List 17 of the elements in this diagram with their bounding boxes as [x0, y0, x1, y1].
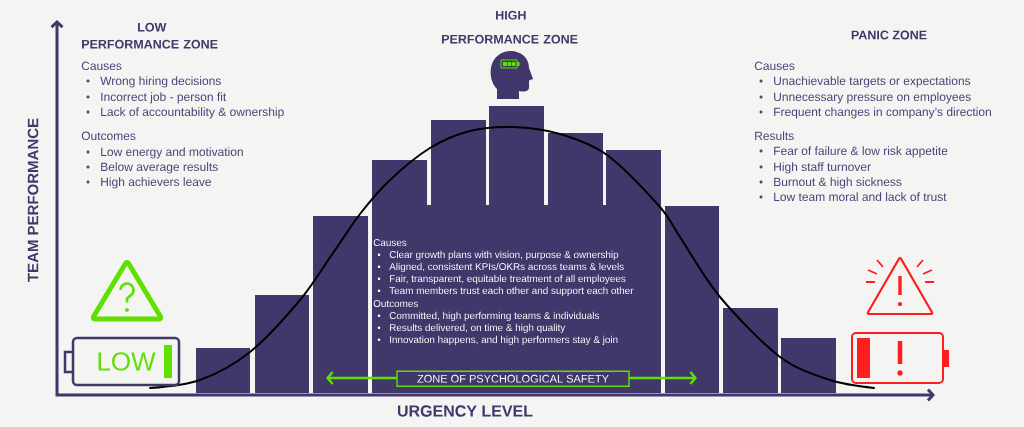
list-item: Below average results	[101, 162, 218, 174]
axis-title: URGENCY LEVEL	[397, 405, 533, 417]
list-item: Wrong hiring decisions	[100, 76, 221, 88]
list-heading: Causes	[81, 61, 122, 71]
list-heading: Causes	[754, 61, 795, 71]
zone-heading: PANIC ZONE	[851, 30, 927, 40]
list-item: Unachievable targets or expectations	[774, 76, 971, 88]
list-item: High achievers leave	[101, 177, 212, 189]
list-item: Frequent changes in company’s direction	[774, 107, 991, 119]
zone-heading: LOW PERFORMANCE ZONE	[82, 22, 218, 49]
list-item: Incorrect job - person fit	[101, 92, 227, 104]
zone-heading: HIGH PERFORMANCE ZONE	[442, 10, 578, 44]
list-heading: Outcomes	[81, 131, 136, 141]
battery-box: LOW	[63, 336, 181, 387]
battery-box	[851, 332, 949, 384]
axis-title: TEAM PERFORMANCE	[27, 118, 39, 282]
list-item: Unnecessary pressure on employees	[774, 92, 971, 104]
